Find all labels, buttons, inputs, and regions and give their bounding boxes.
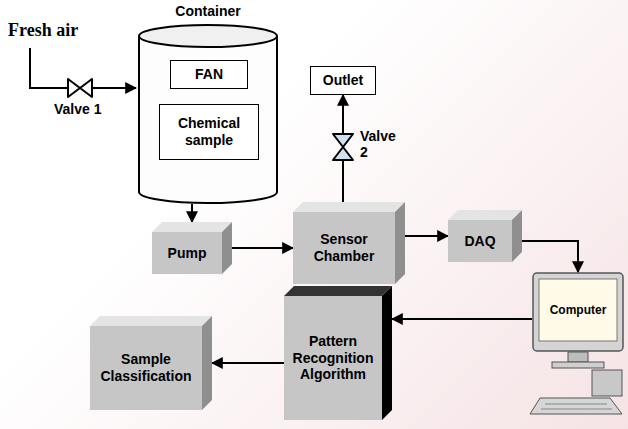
valve-label: Valve 1 [54,101,124,117]
node-text: FAN [195,66,223,83]
node-text: Pattern Recognition Algorithm [290,333,376,383]
sensor-chamber-box: Sensor Chamber [293,212,395,284]
node-text: Outlet [323,72,363,89]
sample-box: Chemical sample [159,104,259,160]
flow-arrow [232,247,293,249]
flow-arrow [212,362,284,364]
valve-label: Valve 2 [360,128,406,160]
monitor-bezel [533,273,623,351]
monitor-screen [539,279,617,341]
cylinder-top [139,25,277,47]
computer-monitor: Computer [532,272,624,352]
algorithm-box: Pattern Recognition Algorithm [284,296,382,420]
pump-box: Pump [152,232,222,274]
flow-arrow [191,204,193,222]
node-text: Sample Classification [96,351,196,385]
flow-arrow [405,235,448,237]
cylinder-body [139,36,277,203]
container-cylinder: ContainerFANChemical sample [138,24,278,204]
fresh-air-line [30,48,136,88]
fan-box: FAN [170,60,248,89]
node-text: DAQ [464,233,495,250]
node-text: Pump [168,245,207,262]
valve-symbol [333,134,353,160]
valve-symbol [68,79,92,97]
node-text: Sensor Chamber [299,231,389,265]
daq-box: DAQ [448,220,512,262]
inlet-label: Fresh air [8,20,108,41]
node-text: Chemical sample [166,115,252,149]
node-text: Computer [550,303,607,317]
flow-arrow [392,318,532,320]
classification-box: Sample Classification [90,326,202,410]
container-heading: Container [138,3,278,20]
outlet-box: Outlet [310,66,376,95]
flow-arrow [522,241,578,272]
computer-base [530,352,622,414]
